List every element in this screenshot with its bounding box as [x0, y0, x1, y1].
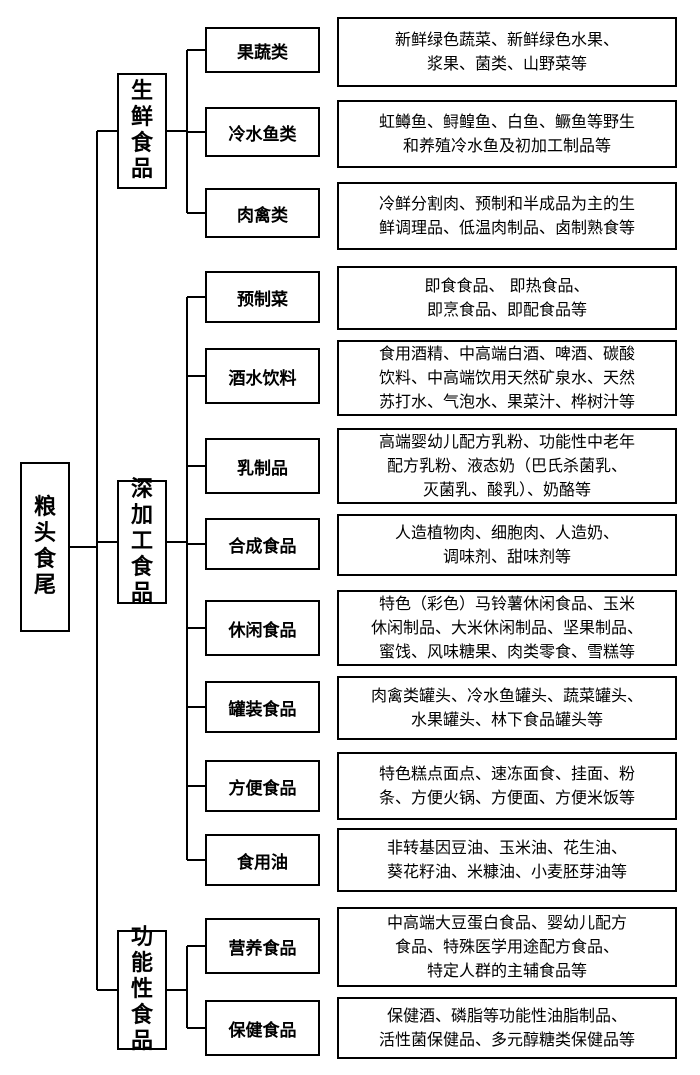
item-description: 新鲜绿色蔬菜、新鲜绿色水果、浆果、菌类、山野菜等 [337, 17, 677, 87]
category-node: 生鲜食品 [117, 73, 167, 189]
description-line: 活性菌保健品、多元醇糖类保健品等 [378, 1030, 635, 1049]
description-line: 特定人群的主辅食品等 [426, 961, 587, 980]
item-node: 果蔬类 [205, 27, 320, 73]
item-node: 酒水饮料 [205, 348, 320, 404]
root-node-char: 食 [33, 547, 56, 572]
item-description: 高端婴幼儿配方乳粉、功能性中老年配方乳粉、液态奶（巴氏杀菌乳、灭菌乳、酸乳）、奶… [337, 428, 677, 504]
description-line: 苏打水、气泡水、果菜汁、桦树汁等 [378, 392, 635, 411]
category-node-char: 功 [130, 925, 153, 950]
description-line: 灭菌乳、酸乳）、奶酪等 [422, 480, 591, 499]
item-description: 保健酒、磷脂等功能性油脂制品、活性菌保健品、多元醇糖类保健品等 [337, 997, 677, 1059]
description-line: 休闲制品、大米休闲制品、坚果制品、 [370, 618, 643, 637]
category-node-char: 加 [130, 503, 153, 528]
description-line: 肉禽类罐头、冷水鱼罐头、蔬菜罐头、 [370, 686, 643, 705]
category-node-char: 品 [130, 1029, 153, 1054]
category-node-char: 品 [130, 157, 153, 182]
root-node: 粮头食尾 [20, 462, 70, 632]
item-description: 食用酒精、中高端白酒、啤酒、碳酸饮料、中高端饮用天然矿泉水、天然苏打水、气泡水、… [337, 340, 677, 416]
category-node-char: 品 [130, 581, 153, 606]
category-node-char: 食 [130, 131, 153, 156]
description-line: 虹鳟鱼、鲟鳇鱼、白鱼、鳜鱼等野生 [378, 112, 635, 131]
description-line: 食用酒精、中高端白酒、啤酒、碳酸 [378, 344, 635, 363]
item-node: 罐装食品 [205, 681, 320, 733]
item-node: 预制菜 [205, 271, 320, 323]
description-line: 即烹食品、即配食品等 [426, 300, 587, 319]
category-node: 功能性食品 [117, 925, 167, 1054]
description-line: 食品、特殊医学用途配方食品、 [394, 937, 619, 956]
description-line: 中高端大豆蛋白食品、婴幼儿配方 [386, 913, 627, 932]
description-line: 配方乳粉、液态奶（巴氏杀菌乳、 [386, 456, 627, 475]
category-node-char: 深 [130, 477, 153, 502]
description-line: 冷鲜分割肉、预制和半成品为主的生 [378, 194, 635, 213]
category-node-char: 性 [130, 977, 153, 1002]
description-line: 高端婴幼儿配方乳粉、功能性中老年 [378, 432, 635, 451]
category-node-char: 能 [130, 951, 153, 976]
item-description: 虹鳟鱼、鲟鳇鱼、白鱼、鳜鱼等野生和养殖冷水鱼及初加工制品等 [337, 100, 677, 168]
root-node-char: 头 [33, 521, 56, 546]
item-description: 非转基因豆油、玉米油、花生油、葵花籽油、米糠油、小麦胚芽油等 [337, 828, 677, 892]
description-line: 葵花籽油、米糠油、小麦胚芽油等 [386, 862, 627, 881]
item-node: 肉禽类 [205, 188, 320, 238]
item-node: 保健食品 [205, 1000, 320, 1056]
root-node-char: 尾 [33, 573, 56, 598]
item-description: 即食食品、 即热食品、即烹食品、即配食品等 [337, 266, 677, 330]
item-node: 方便食品 [205, 760, 320, 812]
root-node-char: 粮 [33, 495, 56, 520]
item-node: 营养食品 [205, 918, 320, 974]
item-node: 乳制品 [205, 438, 320, 494]
item-node: 合成食品 [205, 518, 320, 570]
description-line: 饮料、中高端饮用天然矿泉水、天然 [378, 368, 635, 387]
category-node-char: 生 [130, 79, 153, 104]
category-node-char: 食 [130, 555, 153, 580]
item-description: 肉禽类罐头、冷水鱼罐头、蔬菜罐头、水果罐头、林下食品罐头等 [337, 676, 677, 740]
item-node: 冷水鱼类 [205, 107, 320, 157]
item-description: 中高端大豆蛋白食品、婴幼儿配方食品、特殊医学用途配方食品、特定人群的主辅食品等 [337, 907, 677, 987]
description-line: 蜜饯、风味糖果、肉类零食、雪糕等 [378, 642, 635, 661]
item-node: 休闲食品 [205, 600, 320, 656]
item-node: 食用油 [205, 834, 320, 886]
description-line: 即食食品、 即热食品、 [424, 276, 590, 295]
item-description: 冷鲜分割肉、预制和半成品为主的生鲜调理品、低温肉制品、卤制熟食等 [337, 182, 677, 250]
category-node-char: 鲜 [130, 105, 153, 130]
description-line: 条、方便火锅、方便面、方便米饭等 [378, 788, 635, 807]
description-line: 调味剂、甜味剂等 [442, 547, 571, 566]
category-node-char: 工 [130, 529, 153, 554]
description-line: 浆果、菌类、山野菜等 [426, 54, 587, 73]
item-description: 特色糕点面点、速冻面食、挂面、粉条、方便火锅、方便面、方便米饭等 [337, 752, 677, 820]
description-line: 特色（彩色）马铃薯休闲食品、玉米 [378, 594, 635, 613]
description-line: 新鲜绿色蔬菜、新鲜绿色水果、 [394, 30, 619, 49]
description-line: 人造植物肉、细胞肉、人造奶、 [394, 523, 619, 542]
description-line: 特色糕点面点、速冻面食、挂面、粉 [378, 764, 635, 783]
item-description: 人造植物肉、细胞肉、人造奶、调味剂、甜味剂等 [337, 514, 677, 576]
category-node-char: 食 [130, 1003, 153, 1028]
description-line: 非转基因豆油、玉米油、花生油、 [386, 838, 627, 857]
description-line: 水果罐头、林下食品罐头等 [410, 710, 603, 729]
item-description: 特色（彩色）马铃薯休闲食品、玉米休闲制品、大米休闲制品、坚果制品、蜜饯、风味糖果… [337, 590, 677, 666]
category-node: 深加工食品 [117, 477, 167, 606]
description-line: 保健酒、磷脂等功能性油脂制品、 [386, 1006, 627, 1025]
description-line: 和养殖冷水鱼及初加工制品等 [402, 136, 611, 155]
description-line: 鲜调理品、低温肉制品、卤制熟食等 [378, 218, 635, 237]
